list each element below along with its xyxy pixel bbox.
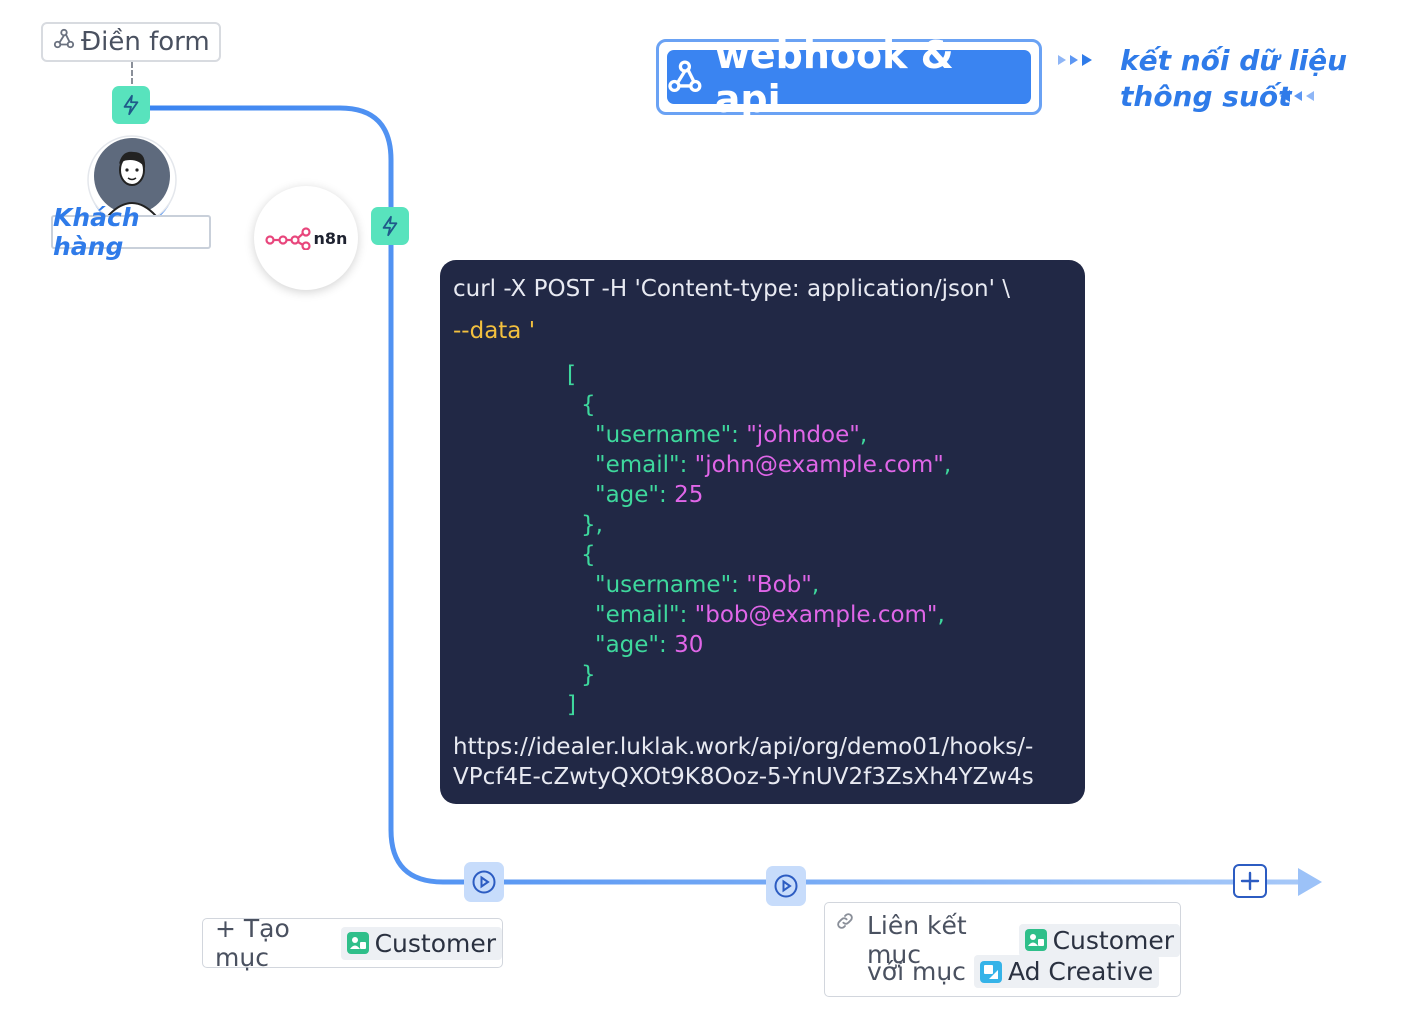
json-token: : xyxy=(731,422,747,448)
run-step-button[interactable] xyxy=(464,862,504,902)
webhook-icon xyxy=(53,27,75,57)
arrows-left-icon xyxy=(1280,88,1318,107)
n8n-logo-icon xyxy=(264,227,311,250)
flow-arrowhead xyxy=(1298,868,1322,896)
json-line: "username": "johndoe", xyxy=(595,420,867,450)
ad-creative-tag: Ad Creative xyxy=(973,955,1160,988)
webhook-trigger-bolt-button[interactable] xyxy=(371,207,409,245)
json-token: , xyxy=(859,422,868,448)
json-line: } xyxy=(581,660,596,690)
webhook-icon xyxy=(668,60,702,93)
play-icon xyxy=(774,874,798,898)
json-token: "Bob" xyxy=(746,572,812,598)
json-token: "john@example.com" xyxy=(694,452,944,478)
link-line1-prefix: Liên kết mục xyxy=(867,911,967,969)
json-token: { xyxy=(581,392,596,418)
n8n-label: n8n xyxy=(313,228,348,248)
n8n-node[interactable]: n8n xyxy=(254,186,358,290)
json-token: : xyxy=(679,602,695,628)
json-token: "bob@example.com" xyxy=(694,602,938,628)
link-line1-item: Customer xyxy=(1052,925,1174,955)
json-token: { xyxy=(581,542,596,568)
json-line: "age": 30 xyxy=(595,630,703,660)
json-token: "username" xyxy=(595,572,732,598)
link-line2-item: Ad Creative xyxy=(1007,957,1154,986)
lightning-icon xyxy=(382,215,398,237)
link-line2-prefix: với mục xyxy=(867,957,966,986)
json-token: : xyxy=(659,482,675,508)
json-token: : xyxy=(679,452,695,478)
json-line: { xyxy=(581,540,596,570)
tagline-line1: kết nối dữ liệu xyxy=(1120,44,1348,77)
ad-creative-icon xyxy=(979,960,1002,983)
json-line: [ xyxy=(567,360,576,390)
json-token: "username" xyxy=(595,422,732,448)
customer-tag: Customer xyxy=(340,926,502,960)
json-line: }, xyxy=(581,510,603,540)
dashed-connector xyxy=(131,62,133,92)
arrows-right-icon xyxy=(1058,52,1096,71)
page-title: webhook & api xyxy=(714,33,954,121)
json-token: , xyxy=(943,452,952,478)
json-token: "age" xyxy=(595,632,660,658)
webhook-url-line1: https://idealer.luklak.work/api/org/demo… xyxy=(453,734,1034,760)
plus-icon xyxy=(1240,871,1260,891)
customer-icon xyxy=(1024,929,1047,951)
link-icon xyxy=(837,913,853,929)
json-token: } xyxy=(581,662,596,688)
json-line: "age": 25 xyxy=(595,480,703,510)
json-token: 25 xyxy=(674,482,704,508)
json-token: [ xyxy=(567,362,576,388)
json-token: "johndoe" xyxy=(746,422,860,448)
add-step-button[interactable] xyxy=(1233,864,1267,898)
json-token: "email" xyxy=(595,452,680,478)
webhook-url-line2: VPcf4E-cZwtyQXOt9K8Ooz-5-YnUV2f3ZsXh4YZw… xyxy=(453,764,1034,790)
json-line: "username": "Bob", xyxy=(595,570,819,600)
code-data-flag: --data ' xyxy=(453,318,536,344)
json-token: "age" xyxy=(595,482,660,508)
tagline-line2: thông suốt xyxy=(1120,80,1292,113)
json-line: { xyxy=(581,390,596,420)
json-token: 30 xyxy=(674,632,704,658)
trigger-bolt-button[interactable] xyxy=(112,86,150,124)
customer-tag: Customer xyxy=(1018,923,1180,957)
link-item-action[interactable]: Liên kết mục Customer với mục Ad Creativ… xyxy=(824,902,1181,997)
trigger-form-chip[interactable]: Điền form xyxy=(41,22,221,62)
json-token: , xyxy=(811,572,820,598)
create-item-prefix: + Tạo mục xyxy=(215,914,290,972)
code-curl-line: curl -X POST -H 'Content-type: applicati… xyxy=(453,276,1010,302)
trigger-form-label: Điền form xyxy=(81,27,210,57)
json-line: "email": "john@example.com", xyxy=(595,450,951,480)
run-step-button[interactable] xyxy=(766,866,806,906)
json-token: }, xyxy=(581,512,603,538)
json-token: ] xyxy=(567,692,576,718)
json-line: ] xyxy=(567,690,576,720)
json-line: "email": "bob@example.com", xyxy=(595,600,945,630)
customer-label: Khách hàng xyxy=(51,203,211,261)
lightning-icon xyxy=(123,94,139,116)
json-token: "email" xyxy=(595,602,680,628)
json-token: , xyxy=(937,602,945,628)
main-flow-line xyxy=(147,105,1303,885)
json-token: : xyxy=(659,632,675,658)
json-token: : xyxy=(731,572,747,598)
create-item-action[interactable]: + Tạo mục Customer xyxy=(202,914,503,972)
curl-code-block: curl -X POST -H 'Content-type: applicati… xyxy=(440,260,1085,804)
play-icon xyxy=(472,870,496,894)
customer-icon xyxy=(346,932,369,954)
customer-tag-label: Customer xyxy=(374,928,496,958)
title-badge: webhook & api xyxy=(656,33,1042,121)
